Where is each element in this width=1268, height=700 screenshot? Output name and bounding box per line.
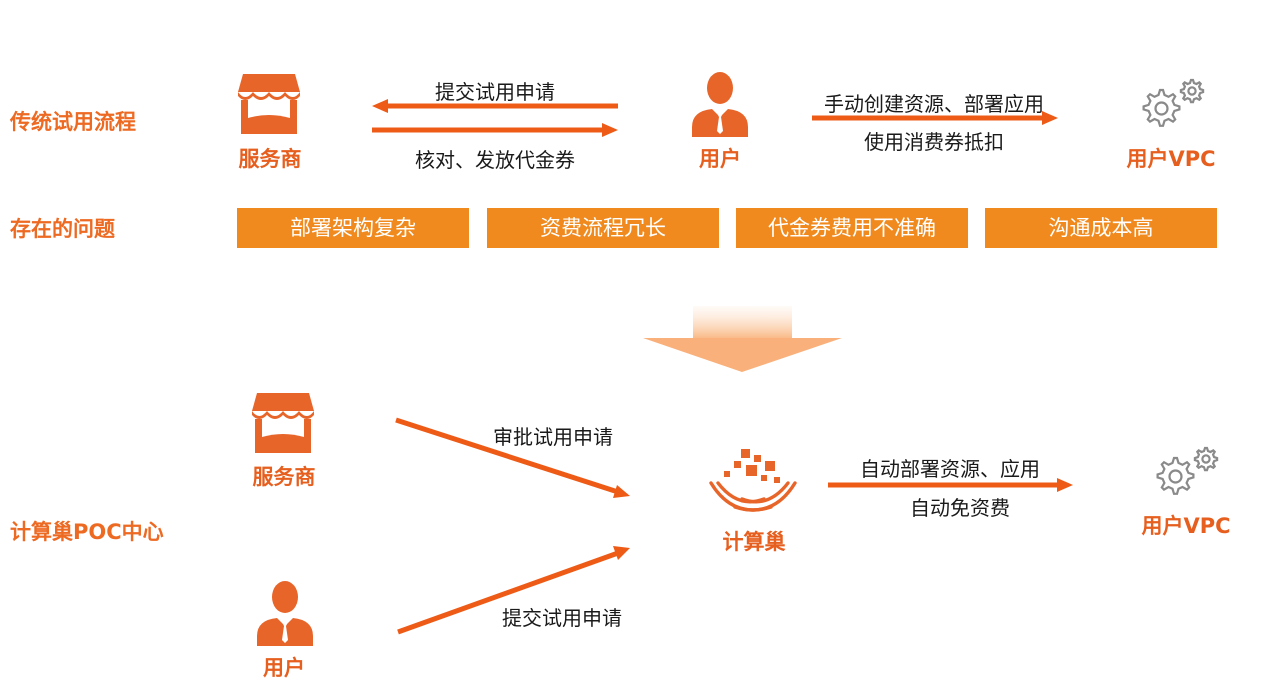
label-submit-request-traditional: 提交试用申请: [435, 80, 555, 104]
node-user-poc: 用户: [263, 656, 305, 680]
storefront-icon: [252, 393, 314, 453]
problem-box-2: 资费流程冗长: [487, 208, 719, 248]
arrow-manual-create: [812, 111, 1058, 125]
user-icon: [692, 72, 748, 137]
label-manual-create: 手动创建资源、部署应用: [824, 92, 1044, 116]
section-problems-label: 存在的问题: [10, 217, 115, 241]
compute-nest-logo-icon: [709, 449, 797, 512]
node-user-top: 用户: [699, 147, 741, 171]
node-service-provider-poc: 服务商: [252, 465, 316, 489]
section-poc-label: 计算巢POC中心: [10, 520, 164, 544]
label-verify-voucher: 核对、发放代金券: [415, 148, 575, 172]
transition-down-arrow: [643, 306, 842, 372]
label-use-voucher: 使用消费券抵扣: [864, 130, 1004, 154]
label-approve-request: 审批试用申请: [493, 425, 613, 449]
arrow-auto-deploy: [828, 478, 1073, 492]
node-user-vpc-top: 用户VPC: [1126, 147, 1216, 171]
node-user-vpc-poc: 用户VPC: [1141, 514, 1231, 538]
gears-icon: [1156, 446, 1219, 495]
arrow-approve-request: [395, 417, 630, 498]
gears-icon: [1142, 78, 1205, 127]
user-icon: [257, 581, 313, 646]
arrow-submit-request-traditional: [372, 99, 618, 113]
node-service-provider-top: 服务商: [238, 147, 302, 171]
problem-box-4: 沟通成本高: [985, 208, 1217, 248]
label-auto-deploy: 自动部署资源、应用: [860, 457, 1040, 481]
arrow-verify-voucher: [372, 123, 618, 137]
label-submit-request-poc: 提交试用申请: [502, 606, 622, 630]
problem-box-1: 部署架构复杂: [237, 208, 469, 248]
label-auto-free: 自动免资费: [910, 496, 1010, 520]
arrow-submit-request-poc: [397, 546, 630, 635]
storefront-icon: [238, 74, 300, 134]
problem-box-3: 代金券费用不准确: [736, 208, 968, 248]
section-traditional-label: 传统试用流程: [10, 110, 136, 134]
node-compute-nest: 计算巢: [722, 530, 786, 554]
